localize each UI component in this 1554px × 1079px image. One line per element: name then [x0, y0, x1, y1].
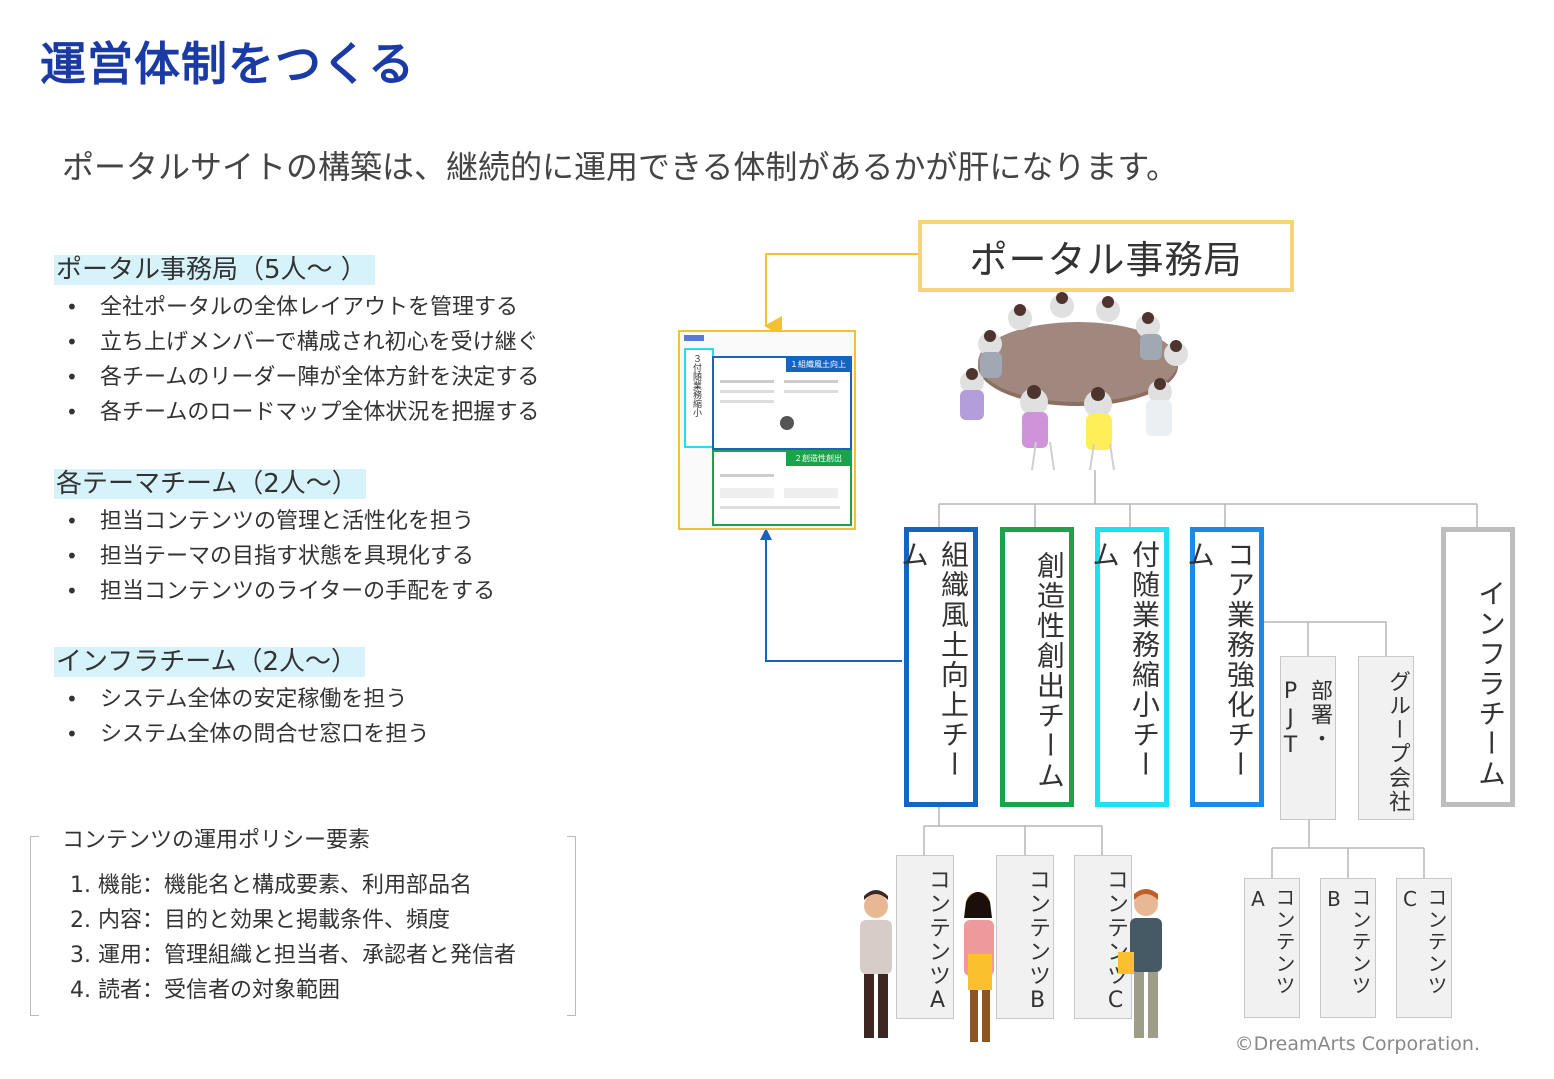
portal-screenshot: ３付随業務縮小 １組織風土向上 ２創造性創出 [678, 330, 856, 530]
team-core-business: コア業務強化チーム [1183, 527, 1264, 807]
screenshot-panel1-label: １組織風土向上 [786, 358, 850, 372]
content-a-right: コンテンツA [1244, 878, 1300, 1018]
portal-office-box: ポータル事務局 [918, 220, 1294, 292]
copyright: ©DreamArts Corporation. [1234, 1033, 1480, 1055]
list-item: 担当テーマの目指す状態を具現化する [54, 539, 495, 574]
list-item: 2. 内容：目的と効果と掲載条件、頻度 [70, 908, 450, 933]
section-heading: インフラチーム（2人～） [54, 647, 365, 677]
team-creativity: 創造性創出チーム [1000, 527, 1074, 807]
list-item: 担当コンテンツのライターの手配をする [54, 574, 495, 609]
meeting-table-illustration [960, 292, 1188, 471]
policy-title: コンテンツの運用ポリシー要素 [56, 822, 377, 854]
section-theme-team: 各テーマチーム（2人～） 担当コンテンツの管理と活性化を担う 担当テーマの目指す… [54, 466, 495, 609]
list-item: 担当コンテンツの管理と活性化を担う [54, 504, 495, 539]
page-subtitle: ポータルサイトの構築は、継続的に運用できる体制があるかが肝になります。 [62, 148, 1179, 186]
screenshot-panel3-label: ３付随業務縮小 [691, 354, 701, 417]
bullet-list: 担当コンテンツの管理と活性化を担う 担当テーマの目指す状態を具現化する 担当コン… [54, 504, 495, 609]
policy-list: 1. 機能：機能名と構成要素、利用部品名 2. 内容：目的と効果と掲載条件、頻度… [70, 868, 516, 1008]
screenshot-panel2-label: ２創造性創出 [786, 452, 850, 466]
people-illustration [860, 889, 1162, 1042]
content-c-right: コンテンツC [1396, 878, 1452, 1018]
policy-box [30, 836, 576, 1016]
content-b-right: コンテンツB [1320, 878, 1376, 1018]
section-infra-team: インフラチーム（2人～） システム全体の安定稼働を担う システム全体の問合せ窓口… [54, 644, 429, 752]
sub-department-pjt: 部署・PJT [1278, 656, 1336, 820]
team-ancillary-reduction: 付随業務縮小チーム [1088, 527, 1169, 807]
section-portal-office: ポータル事務局（5人～ ） 全社ポータルの全体レイアウトを管理する 立ち上げメン… [54, 252, 539, 430]
section-heading: 各テーマチーム（2人～） [54, 469, 366, 499]
section-heading: ポータル事務局（5人～ ） [54, 255, 375, 285]
list-item: 1. 機能：機能名と構成要素、利用部品名 [70, 873, 472, 898]
content-a-left: コンテンツA [896, 855, 954, 1019]
team-infra: インフラチーム [1441, 527, 1515, 807]
list-item: 4. 読者：受信者の対象範囲 [70, 978, 340, 1003]
content-b-left: コンテンツB [996, 855, 1054, 1019]
team-org-culture: 組織風土向上チーム [897, 527, 978, 807]
bullet-list: 全社ポータルの全体レイアウトを管理する 立ち上げメンバーで構成され初心を受け継ぐ… [54, 290, 539, 430]
bullet-list: システム全体の安定稼働を担う システム全体の問合せ窓口を担う [54, 682, 429, 752]
list-item: 各チームのリーダー陣が全体方針を決定する [54, 360, 539, 395]
list-item: 各チームのロードマップ全体状況を把握する [54, 395, 539, 430]
list-item: システム全体の問合せ窓口を担う [54, 717, 429, 752]
list-item: 全社ポータルの全体レイアウトを管理する [54, 290, 539, 325]
sub-group-company: グループ会社 [1358, 656, 1414, 820]
list-item: 3. 運用：管理組織と担当者、承認者と発信者 [70, 943, 516, 968]
page-title: 運営体制をつくる [40, 37, 416, 91]
list-item: 立ち上げメンバーで構成され初心を受け継ぐ [54, 325, 539, 360]
list-item: システム全体の安定稼働を担う [54, 682, 429, 717]
